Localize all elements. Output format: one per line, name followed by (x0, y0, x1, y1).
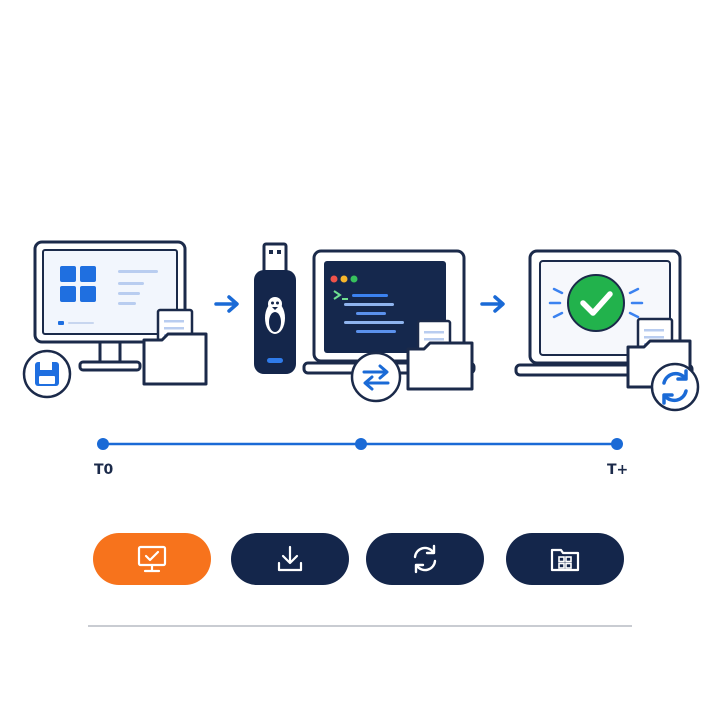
download-button[interactable] (231, 533, 349, 585)
success-laptop-illustration (514, 249, 700, 412)
monitor-check-icon (137, 545, 167, 573)
folder-grid-icon (550, 548, 580, 572)
sync-icon (413, 544, 437, 574)
check-display-button[interactable] (93, 533, 211, 585)
linux-laptop-terminal-illustration (302, 249, 476, 403)
timeline-node-middle (355, 438, 367, 450)
windows-desktop-illustration (22, 240, 208, 399)
linux-usb-drive-icon (254, 242, 296, 374)
divider (88, 625, 632, 627)
apps-folder-button[interactable] (506, 533, 624, 585)
arrow-right-icon (480, 295, 505, 313)
timeline (97, 438, 623, 450)
sync-button[interactable] (366, 533, 484, 585)
timeline-start-label: T0 (94, 462, 114, 478)
timeline-node-start (97, 438, 109, 450)
arrow-right-icon (214, 295, 239, 313)
timeline-node-end (611, 438, 623, 450)
download-icon (277, 545, 303, 572)
timeline-end-label: T+ (607, 462, 629, 478)
